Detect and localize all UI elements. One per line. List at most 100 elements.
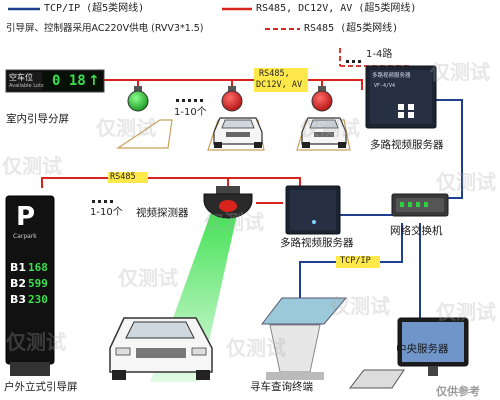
bottom-car — [109, 317, 213, 380]
car-grille — [226, 132, 250, 137]
search-terminal-device — [260, 297, 348, 380]
dot — [104, 200, 107, 203]
dot — [352, 60, 355, 63]
server-panel-model: VF-4/V4 — [374, 83, 396, 89]
watermark-7: 仅测试 — [118, 266, 178, 290]
lamp1-mount — [134, 86, 142, 92]
indoor-screen-digits: 0 18 — [52, 73, 86, 89]
tag-rs485-box — [108, 172, 148, 183]
watermark-8: 仅测试 — [330, 294, 390, 318]
dot — [176, 99, 179, 102]
legend-rs485-text: RS485, DC12V, AV (超5类网线) — [256, 3, 417, 14]
central-server-device — [348, 317, 469, 389]
label-outdoor-guide-screen: 户外立式引导屏 — [4, 381, 78, 393]
outdoor-sublabel: Carpark — [13, 233, 37, 240]
lamp3-red — [311, 90, 333, 112]
terminal-screen — [260, 297, 348, 325]
legend-tcpip-text: TCP/IP (超5类网线) — [44, 3, 145, 14]
car-wheel-left — [214, 142, 222, 148]
outdoor-row-floor-2: B2 — [10, 277, 27, 290]
indoor-guide-screen-device — [5, 69, 105, 93]
car-windshield — [309, 119, 339, 129]
server1-led-1 — [398, 104, 404, 110]
watermark-3: 仅测试 — [300, 116, 360, 140]
central-keyboard — [348, 369, 405, 389]
watermark-9: 仅测试 — [6, 330, 66, 354]
label-network-switch: 网络交换机 — [390, 225, 443, 237]
server2-led — [312, 220, 316, 224]
car-grille — [314, 132, 334, 137]
server-panel-title: 多路视频服务器 — [372, 73, 411, 79]
dot — [200, 99, 203, 102]
dot — [194, 99, 197, 102]
switch-port-4 — [424, 202, 428, 207]
label-indoor-guide-screen: 室内引导分屏 — [6, 113, 69, 125]
watermark-2: 仅测试 — [96, 116, 156, 140]
server1-to-switch — [436, 99, 463, 199]
indoor-screen-label-bg — [8, 72, 42, 90]
dot — [358, 60, 361, 63]
corner-logo: 仅供参考 — [436, 385, 480, 398]
tag-rs485-mid: RS485 — [110, 172, 136, 182]
legend — [8, 7, 300, 30]
lamp2-red — [221, 90, 243, 112]
central-stand — [428, 366, 438, 376]
outdoor-row-value-3: 230 — [28, 293, 48, 306]
indoor-screen-digit-bg — [46, 72, 102, 90]
lamp3-mount — [318, 86, 326, 92]
indoor-screen-text1: 空车位 — [9, 73, 33, 82]
dot — [188, 99, 191, 102]
network-switch-device — [391, 193, 449, 217]
server2-face — [290, 190, 336, 230]
watermark-5: 仅测试 — [204, 210, 264, 234]
car-headlight-right — [191, 347, 207, 356]
lamp1-green — [127, 90, 149, 112]
car-windshield — [221, 119, 255, 129]
count-top: 1-10个 — [174, 107, 207, 118]
top-rs485-bus — [104, 79, 363, 90]
dot — [98, 200, 101, 203]
switch-port-2 — [408, 202, 412, 207]
car-wheel-right — [196, 370, 210, 380]
label-search-terminal: 寻车查询终端 — [250, 381, 313, 393]
count-dots-mid — [92, 200, 113, 203]
car-grille — [136, 348, 186, 358]
legend-dashed-text: RS485 (超5类网线) — [304, 23, 399, 34]
label-central-server: 中央服务器 — [396, 343, 449, 355]
legend-power-note: 引导屏、控制器采用AC220V供电 (RVV3*1.5) — [6, 23, 204, 34]
tag-tcpip-box — [336, 256, 380, 268]
mid-rs485-bus — [41, 177, 301, 188]
dot — [346, 60, 349, 63]
car-windshield — [125, 321, 195, 339]
multi-video-server-1-device — [365, 65, 437, 129]
dot — [182, 99, 185, 102]
tag-rs485-line1: RS485, — [259, 69, 290, 79]
top-car-2 — [301, 117, 347, 148]
detector-mount — [216, 186, 240, 194]
car-headlight-left — [115, 347, 131, 356]
watermark-6: 仅测试 — [436, 170, 496, 194]
detector-lens — [219, 200, 237, 212]
tag-rs485-dc12v-box — [254, 68, 308, 92]
server1-led-3 — [398, 112, 404, 118]
watermark-4: 仅测试 — [2, 154, 62, 178]
multi-video-server-2-device — [285, 185, 341, 235]
car-wheel-left — [112, 370, 126, 380]
car-wheel-right — [254, 142, 262, 148]
car-wheel-left — [302, 142, 310, 148]
outdoor-row-floor-1: B1 — [10, 261, 27, 274]
switch-port-3 — [416, 202, 420, 207]
terminal-base — [266, 372, 324, 380]
watermark-10: 仅测试 — [226, 336, 286, 360]
server1-led-2 — [408, 104, 414, 110]
dot — [110, 200, 113, 203]
outdoor-row-value-1: 168 — [28, 261, 48, 274]
outdoor-sign: P — [16, 202, 36, 232]
car-wheel-right — [338, 142, 346, 148]
bay-empty — [116, 119, 173, 149]
indicator-lamps — [127, 86, 333, 112]
switch-port-1 — [400, 202, 404, 207]
outdoor-pillar-base — [10, 362, 50, 376]
count-dots-top — [176, 99, 203, 102]
